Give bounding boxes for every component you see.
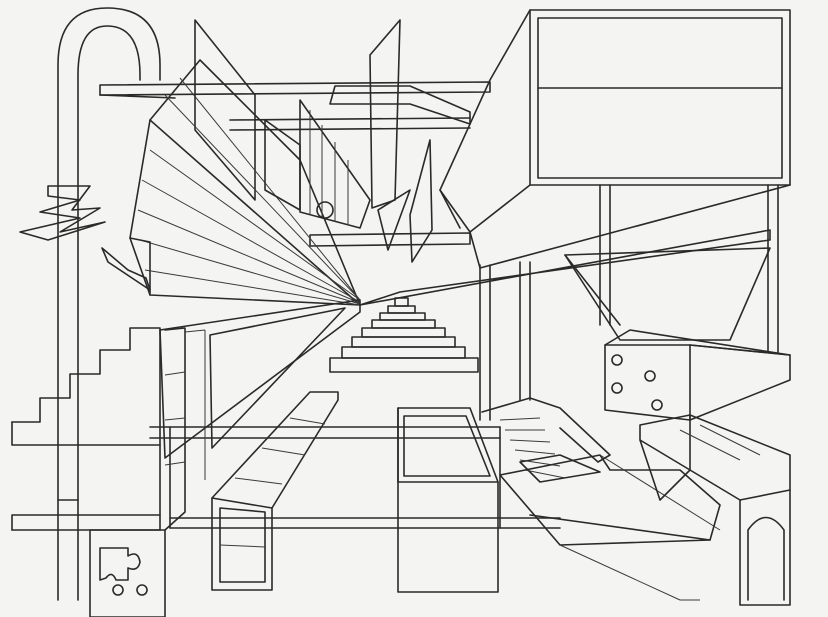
arch-pipe bbox=[57, 7, 161, 601]
stepped-pyramid bbox=[329, 297, 479, 373]
bottom-plank bbox=[499, 454, 721, 601]
puzzle-block bbox=[89, 529, 166, 617]
window-panel bbox=[264, 99, 371, 229]
dice-block bbox=[604, 329, 791, 421]
arch-door-block bbox=[639, 414, 791, 606]
small-triangle bbox=[101, 247, 151, 291]
center-shards bbox=[369, 19, 433, 263]
round-window bbox=[316, 201, 334, 219]
right-triangle bbox=[359, 229, 771, 421]
left-staircase bbox=[11, 327, 206, 531]
center-long-box bbox=[397, 407, 499, 593]
zigzag-shape bbox=[19, 185, 106, 241]
wedge-panel bbox=[159, 299, 361, 459]
back-floor-lines bbox=[149, 426, 561, 529]
billboard-box bbox=[439, 9, 791, 353]
left-long-box bbox=[211, 391, 339, 591]
